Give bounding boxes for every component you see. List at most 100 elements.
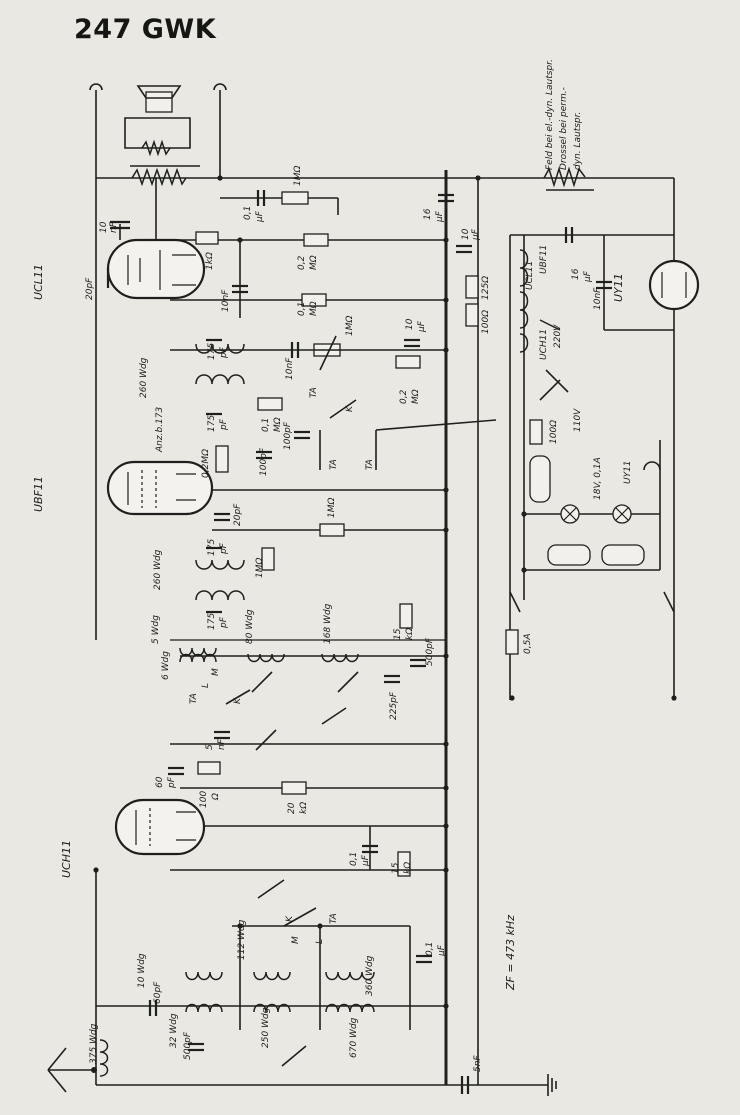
osc-trimmer-2	[337, 671, 359, 693]
lbl-wdg168: 168 Wdg	[323, 603, 333, 644]
svg-text:nF: nF	[217, 738, 227, 750]
fuse	[505, 629, 519, 655]
ground-symbol	[547, 1074, 557, 1096]
lbl-r15k-b: 15	[391, 862, 401, 874]
junction-dots	[93, 175, 527, 1009]
r15k-a	[399, 603, 413, 629]
svg-text:MΩ: MΩ	[411, 389, 421, 404]
lbl-r01m-a: 0,1	[297, 302, 307, 316]
lbl-c10nf-r: 10nF	[593, 287, 603, 310]
lbl-c175-4: 175	[207, 613, 217, 630]
lbl-c10uf: 10	[461, 228, 471, 240]
lbl-c500pf-b: 500pF	[183, 1031, 193, 1060]
switch-k-osc	[225, 689, 251, 705]
sw-ta-in: TA	[329, 913, 339, 924]
lbl-c5nf-b: 5nF	[473, 1055, 483, 1072]
speaker-note: Feld bei el.-dyn. Lautspr. Drossel bei p…	[545, 59, 583, 170]
osc-trimmer-1	[251, 671, 273, 693]
tube-label-ucl11: UCL11	[32, 264, 45, 300]
r20k	[281, 781, 307, 795]
tube-label-uy11: UY11	[612, 273, 625, 302]
lbl-c100pf-a: 100pF	[283, 421, 293, 450]
pickup-ta-1: TA	[329, 459, 339, 470]
lbl-r02m-a: 0,2	[297, 255, 307, 270]
lbl-wdg5: 5 Wdg	[151, 615, 161, 644]
osc-coil-6wdg	[179, 653, 217, 663]
lbl-wdg112: 112 Wdg	[237, 919, 247, 960]
uy11-heater-2	[601, 544, 645, 566]
osc-coil-168wdg	[321, 653, 359, 663]
switch-input-bottom	[281, 1045, 307, 1067]
r100-c	[197, 761, 221, 775]
sw-k-osc: K	[233, 697, 243, 704]
lbl-r100-a: 100Ω	[481, 310, 491, 334]
lbl-c10uf-b: 10	[405, 318, 415, 330]
svg-text:kΩ: kΩ	[405, 628, 415, 640]
lbl-r02m-c: 0,2MΩ	[201, 449, 211, 478]
lbl-c10nf-top: 10	[99, 221, 109, 233]
svg-text:µF: µF	[361, 854, 371, 867]
r1m-b	[319, 523, 345, 537]
switch-k-input	[283, 907, 317, 927]
svg-text:kΩ: kΩ	[403, 862, 413, 874]
r1m-top	[281, 191, 309, 205]
switch-osc-2	[321, 707, 347, 725]
svg-text:MΩ: MΩ	[309, 255, 319, 270]
lbl-wdg360: 360 Wdg	[365, 955, 375, 996]
field-coil	[543, 166, 594, 191]
lbl-c175-2: 175	[207, 415, 217, 432]
lbl-c5nf: 5	[205, 744, 215, 750]
sw-k-in: K	[285, 915, 295, 922]
ballast-tube	[529, 455, 551, 503]
heater-label-uy11: UY11	[623, 460, 633, 484]
svg-text:µF: µF	[417, 320, 427, 333]
lbl-r01m-b: 0,1	[261, 418, 271, 432]
page-title: 247 GWK	[74, 14, 217, 45]
lbl-c20pf-ucl: 20pF	[85, 277, 95, 300]
tuning-cap-input	[257, 879, 285, 899]
input-coil-32wdg	[185, 1003, 223, 1013]
lbl-c175-1: 175	[207, 343, 217, 360]
r01m-b	[257, 397, 283, 411]
lbl-c16uf-r: 16	[571, 268, 581, 280]
note-line-3: dyn. Lautspr.	[573, 112, 583, 170]
lbl-fuse: 0,5A	[523, 634, 533, 654]
mains-110v: 110V	[573, 408, 583, 432]
lbl-c16uf-top: 16	[423, 208, 433, 220]
svg-text:µF: µF	[435, 210, 445, 223]
lbl-c100pf-b: 100pF	[259, 447, 269, 476]
lbl-wdg10: 10 Wdg	[137, 953, 147, 988]
osc-coil-80wdg	[247, 653, 285, 663]
if-transformer-2-primary	[195, 559, 245, 570]
output-transformer	[130, 165, 200, 187]
lbl-r100-c: 100	[199, 791, 209, 808]
lbl-c500pf-a: 500pF	[425, 637, 435, 666]
uy11-heater-1	[547, 544, 591, 566]
lbl-c01uf-c: 0,1	[425, 942, 435, 956]
lbl-anzb: Anz.b.173	[155, 407, 165, 453]
svg-text:µF: µF	[255, 210, 265, 223]
tube-label-ubf11: UBF11	[32, 476, 45, 512]
lbl-wdg6: 6 Wdg	[161, 651, 171, 680]
pickup-leads	[319, 419, 497, 470]
r1k	[195, 231, 219, 245]
svg-text:pF: pF	[167, 776, 177, 789]
uch11-tube	[114, 798, 206, 856]
lbl-r100-b: 100Ω	[549, 420, 559, 444]
sw-l-osc: L	[201, 683, 211, 688]
r1m-c	[261, 547, 275, 571]
lbl-wdg250: 250 Wdg	[261, 1007, 271, 1048]
mains-switch-1	[509, 591, 521, 613]
svg-text:pF: pF	[219, 542, 229, 555]
note-line-2: Drossel bei perm.-	[559, 87, 569, 170]
if-transformer-1-secondary	[195, 374, 245, 385]
lbl-wdg260-a: 260 Wdg	[139, 357, 149, 398]
svg-text:µF: µF	[583, 270, 593, 283]
svg-text:µF: µF	[437, 944, 447, 957]
lbl-r125: 125Ω	[481, 276, 491, 300]
lbl-r15k-a: 15	[393, 628, 403, 640]
ucl11-tube	[106, 178, 206, 300]
tube-label-uch11: UCH11	[60, 840, 73, 878]
